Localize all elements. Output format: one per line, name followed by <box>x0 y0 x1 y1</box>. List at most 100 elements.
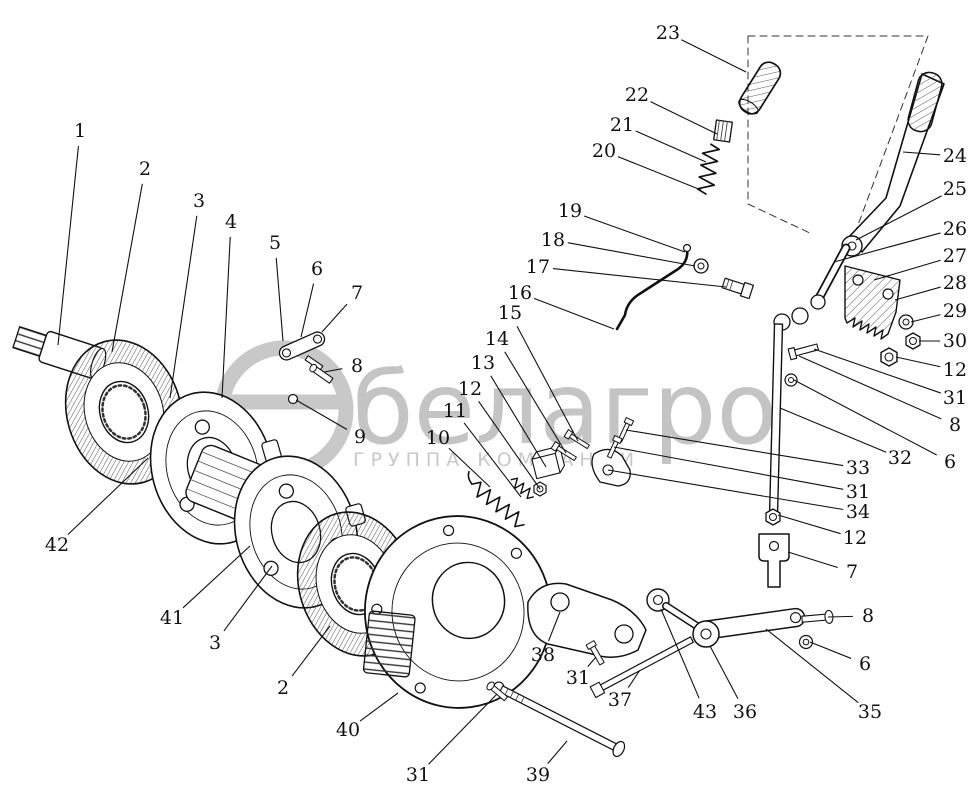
callout-leader-17 <box>552 268 727 288</box>
crank-lever-group <box>646 588 834 650</box>
callout-leader-28 <box>894 286 941 301</box>
part-callout-32: 32 <box>888 447 912 469</box>
part-callout-5: 5 <box>269 232 281 254</box>
intermediate-lever-group <box>278 331 334 405</box>
part-callout-24: 24 <box>943 145 967 167</box>
callout-leader-31 <box>613 446 844 490</box>
part-callout-20: 20 <box>592 140 616 162</box>
part-callout-39: 39 <box>526 764 550 786</box>
callout-leader-21 <box>635 130 707 163</box>
callout-leader-10 <box>448 447 491 488</box>
callout-leader-12 <box>777 514 841 535</box>
actuator-bracket-group <box>527 417 647 658</box>
callout-leader-8 <box>323 368 343 373</box>
callout-leader-9 <box>295 399 348 430</box>
part-callout-27: 27 <box>943 245 967 267</box>
part-callout-12: 12 <box>943 359 967 381</box>
part-callout-4: 4 <box>225 211 237 233</box>
part-callout-8: 8 <box>351 355 363 377</box>
part-callout-2: 2 <box>277 677 289 699</box>
part-callout-23: 23 <box>656 22 680 44</box>
long-bolt-group <box>486 681 626 758</box>
callout-leader-13 <box>490 375 547 468</box>
part-callout-3: 3 <box>209 632 221 654</box>
part-callout-43: 43 <box>693 701 717 723</box>
part-callout-26: 26 <box>943 218 967 240</box>
callout-leader-31 <box>587 656 597 667</box>
part-callout-8: 8 <box>949 414 961 436</box>
callout-leader-27 <box>873 259 941 281</box>
sector-bolt-group <box>784 343 819 387</box>
callout-leader-31 <box>813 348 942 394</box>
part-callout-6: 6 <box>944 451 956 473</box>
toothed-sector-group <box>844 265 921 367</box>
part-callout-9: 9 <box>354 426 366 448</box>
part-callout-12: 12 <box>458 378 482 400</box>
callout-leader-7 <box>321 303 348 333</box>
callout-leader-6 <box>809 641 852 659</box>
connecting-rod-group <box>585 636 694 699</box>
callout-leader-38 <box>548 611 561 642</box>
part-callout-38: 38 <box>531 644 555 666</box>
callout-leader-8 <box>827 615 854 618</box>
part-callout-42: 42 <box>45 534 69 556</box>
part-callout-11: 11 <box>443 400 467 422</box>
callout-leader-26 <box>833 232 941 263</box>
part-callout-22: 22 <box>625 84 649 106</box>
pull-rod-group <box>615 243 754 331</box>
part-callout-18: 18 <box>541 229 565 251</box>
callout-leader-1 <box>57 145 80 346</box>
callout-leader-7 <box>787 551 838 569</box>
callout-leader-15 <box>516 325 579 442</box>
callout-leader-4 <box>221 236 231 399</box>
callout-leader-41 <box>182 545 251 609</box>
part-callout-33: 33 <box>846 457 870 479</box>
callout-leader-8 <box>798 355 942 420</box>
callout-leader-43 <box>660 608 700 699</box>
part-callout-14: 14 <box>485 328 509 350</box>
callout-leader-18 <box>567 242 696 267</box>
part-callout-25: 25 <box>943 178 967 200</box>
callout-leader-34 <box>607 469 844 511</box>
watermark: белагро ГРУППА КОМПАНИЙ <box>214 340 778 480</box>
callout-leader-33 <box>625 429 844 467</box>
callout-leader-5 <box>275 257 284 342</box>
part-callout-41: 41 <box>160 607 184 629</box>
callout-leader-12 <box>478 400 541 490</box>
callout-leader-16 <box>533 297 615 330</box>
drawing <box>12 35 945 758</box>
callout-leader-20 <box>617 156 702 191</box>
part-callout-8: 8 <box>862 605 874 627</box>
callout-leader-29 <box>910 314 941 323</box>
part-callout-29: 29 <box>943 300 967 322</box>
part-callout-1: 1 <box>74 120 86 142</box>
callout-leader-22 <box>650 101 718 135</box>
part-callout-30: 30 <box>943 330 967 352</box>
callout-leader-24 <box>902 151 941 156</box>
callout-leader-3 <box>223 565 273 632</box>
callout-leader-25 <box>855 195 942 241</box>
part-callout-15: 15 <box>498 302 522 324</box>
callout-leader-40 <box>359 692 399 722</box>
housing-cover <box>362 515 552 709</box>
callout-leader-3 <box>169 215 198 399</box>
hand-lever <box>810 71 945 310</box>
callout-leader-23 <box>681 39 747 73</box>
part-callout-6: 6 <box>859 653 871 675</box>
part-callout-28: 28 <box>943 272 967 294</box>
callout-leader-37 <box>627 669 641 688</box>
part-callout-10: 10 <box>426 427 450 449</box>
construction-dashed-lines <box>747 35 929 253</box>
part-callout-34: 34 <box>846 501 870 523</box>
part-callout-16: 16 <box>508 282 532 304</box>
part-callout-3: 3 <box>193 190 205 212</box>
part-callout-13: 13 <box>471 352 495 374</box>
adjusting-rod-group <box>758 307 809 588</box>
release-springs <box>467 470 535 528</box>
part-callout-17: 17 <box>526 256 550 278</box>
part-callout-37: 37 <box>608 689 632 711</box>
callout-leader-32 <box>779 407 887 453</box>
part-callout-36: 36 <box>733 701 757 723</box>
